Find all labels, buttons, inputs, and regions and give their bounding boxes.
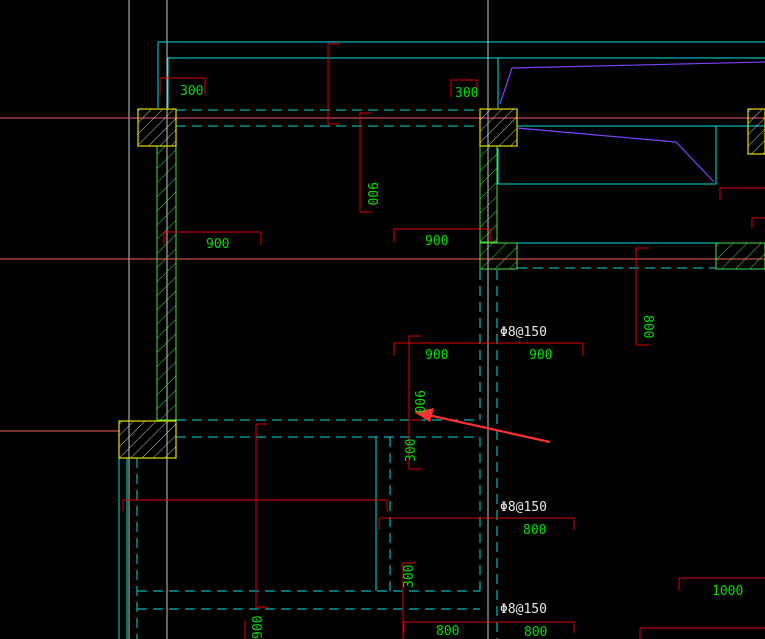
dim-line-bottom-right <box>639 627 765 639</box>
wall-right-mid <box>715 242 765 270</box>
slab-edge-top-outer <box>157 41 765 108</box>
dim-text-bottom-800-b: 800 <box>524 625 547 639</box>
rebar-label-2: Φ8@150 <box>500 500 547 515</box>
columns <box>118 108 765 459</box>
arrow-shaft <box>427 413 551 444</box>
dim-text-center-900-a: 900 <box>425 348 448 363</box>
dim-text-vert-300-mid: 300 <box>404 439 419 462</box>
dim-line-bottom-800 <box>403 621 575 633</box>
dim-text-bottom-vert-900: 900 <box>251 616 266 639</box>
walls <box>156 145 765 421</box>
dimension-texts: 300 300 900 900 900 800 900 900 900 300 … <box>180 84 743 639</box>
dim-text-vert-300-low: 300 <box>402 565 417 588</box>
slab-edge-top-inner <box>167 57 765 108</box>
column-top-center <box>479 108 518 147</box>
dim-text-top-mid-300: 300 <box>455 86 478 101</box>
dim-line-long-vertical <box>255 423 268 608</box>
dim-text-low-800: 800 <box>523 523 546 538</box>
dim-text-right-800: 800 <box>640 315 655 338</box>
dimension-lines <box>122 43 765 639</box>
axis-lines <box>0 117 765 432</box>
dim-line-mid-900 <box>393 228 491 243</box>
wall-center <box>479 145 498 243</box>
annotation-arrow <box>414 408 551 444</box>
dim-line-right-1000 <box>678 577 765 590</box>
slab-edge-right-box <box>497 126 717 185</box>
dim-text-bottom-800-a: 800 <box>436 624 459 639</box>
purple-lines <box>499 61 765 183</box>
dim-line-top-left-300 <box>159 77 206 95</box>
wall-left <box>156 145 177 421</box>
dim-text-left-900: 900 <box>206 237 229 252</box>
dim-line-vert-300-low <box>402 562 416 639</box>
dim-line-right-upper <box>751 217 765 228</box>
dim-text-center-900-b: 900 <box>529 348 552 363</box>
purple-line-top <box>499 61 765 105</box>
dim-line-top-vert <box>327 43 340 125</box>
dim-line-right-800 <box>635 247 649 346</box>
arrow-head <box>414 408 434 422</box>
dim-line-left-900 <box>163 231 262 245</box>
rebar-labels: Φ8@150 Φ8@150 Φ8@150 <box>500 325 547 617</box>
dim-text-vert-900-top: 900 <box>364 182 379 205</box>
purple-line-right <box>516 127 715 183</box>
column-top-right <box>747 108 765 155</box>
dim-line-top-mid-300 <box>450 79 478 97</box>
slab-outlines <box>118 41 765 639</box>
column-mid-left <box>118 420 177 459</box>
dim-text-mid-900: 900 <box>425 234 448 249</box>
rebar-label-3: Φ8@150 <box>500 602 547 617</box>
dim-text-right-1000: 1000 <box>712 584 743 599</box>
wall-center-junction <box>479 242 518 270</box>
dim-line-right-top <box>719 187 765 200</box>
dim-text-vert-900-mid: 900 <box>411 390 426 413</box>
dim-line-center-900 <box>393 342 584 356</box>
rebar-label-1: Φ8@150 <box>500 325 547 340</box>
dim-line-left-low <box>122 499 388 511</box>
dim-line-low-800 <box>378 517 575 530</box>
dim-line-vert-900-top <box>359 112 372 213</box>
column-top-left <box>137 108 177 147</box>
dim-line-vert-300-mid <box>408 419 422 470</box>
dim-text-top-left-300: 300 <box>180 84 203 99</box>
